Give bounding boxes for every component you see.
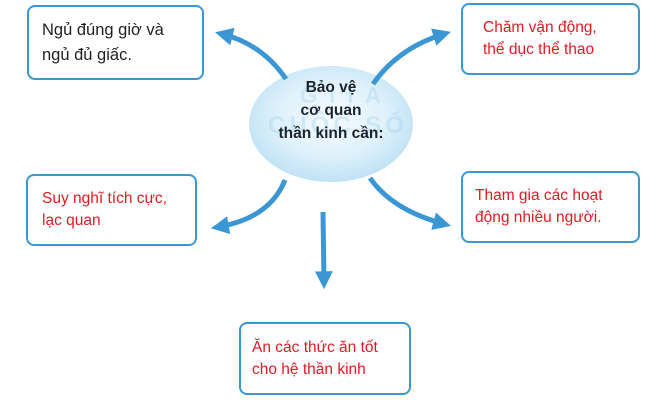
box-healthy-food: Ăn các thức ăn tốt cho hệ thần kinh: [239, 322, 411, 395]
box-positive-thinking-line-2: lạc quan: [42, 212, 101, 229]
center-title: Bảo vệ cơ quan thần kinh cần:: [248, 76, 414, 145]
arrow-to-top-left: [215, 27, 289, 81]
center-line-2: cơ quan: [300, 102, 362, 119]
box-sleep-line-2: ngủ đủ giấc.: [42, 45, 132, 64]
box-sleep-line-1: Ngủ đúng giờ và: [42, 20, 164, 39]
center-line-1: Bảo vệ: [305, 79, 357, 96]
box-exercise-line-2: thể dục thể thao: [483, 41, 595, 58]
box-group-activities-line-1: Tham gia các hoạt: [475, 187, 603, 204]
box-healthy-food-line-2: cho hệ thần kinh: [252, 360, 366, 378]
box-positive-thinking: Suy nghĩ tích cực, lạc quan: [26, 174, 197, 246]
center-line-3: thần kinh cần:: [278, 125, 384, 142]
arrow-to-bottom: [314, 211, 333, 290]
box-sleep: Ngủ đúng giờ và ngủ đủ giấc.: [27, 5, 204, 80]
box-positive-thinking-line-1: Suy nghĩ tích cực,: [42, 190, 167, 207]
arrow-to-mid-left: [210, 179, 288, 235]
box-group-activities: Tham gia các hoạt động nhiều người.: [461, 171, 640, 243]
svg-text:CUỘC SỐ: CUỘC SỐ: [268, 111, 408, 139]
arrow-to-mid-right: [367, 176, 451, 230]
box-exercise-line-1: Chăm vận động,: [483, 19, 597, 36]
watermark: G I I A CUỘC SỐ: [268, 83, 408, 139]
box-exercise: Chăm vận động, thể dục thể thao: [461, 3, 640, 75]
box-healthy-food-line-1: Ăn các thức ăn tốt: [252, 338, 378, 356]
center-ellipse: [249, 66, 413, 182]
svg-text:G I I A: G I I A: [300, 83, 384, 108]
arrow-to-top-right: [370, 28, 451, 86]
box-group-activities-line-2: động nhiều người.: [475, 209, 602, 226]
